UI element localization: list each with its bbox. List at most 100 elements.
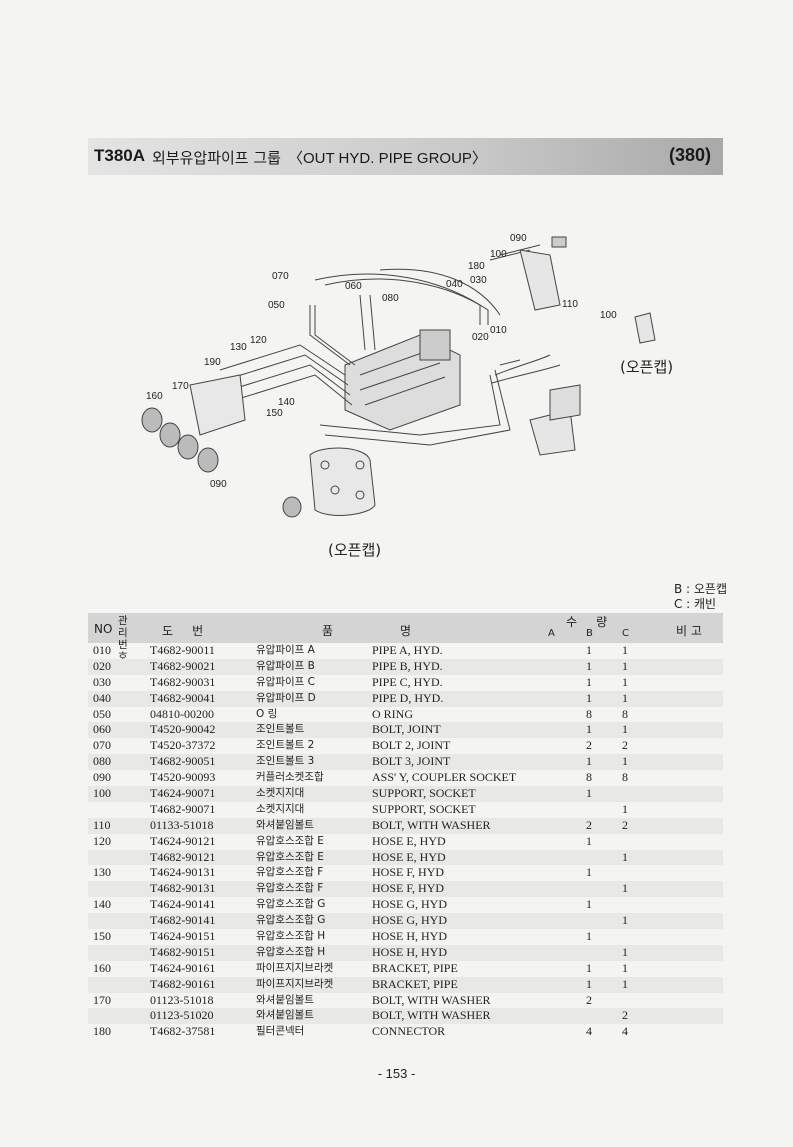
row-no: 180 [93,1024,111,1039]
row-name-kr: 와셔붙임볼트 [256,993,314,1006]
callout-140: 140 [278,397,295,408]
row-qty-b: 1 [586,754,592,769]
row-name-en: SUPPORT, SOCKET [372,786,476,801]
legend: B : 오픈캡 C : 캐빈 [674,582,727,612]
row-name-kr: 유압파이프 C [256,675,315,688]
row-part-no: T4520-90093 [150,770,216,785]
header-remarks: 비 고 [676,624,702,638]
header-qty-a: A [548,628,555,639]
exploded-parts-diagram: 090 100 180 070 060 080 040 030 050 110 … [120,225,740,565]
row-qty-c: 4 [622,1024,628,1039]
row-qty-b: 1 [586,960,592,975]
callout-050: 050 [268,300,285,311]
header-qty-b: B [586,628,593,639]
header-qty-c: C [622,628,629,639]
row-qty-b: 1 [586,897,592,912]
row-name-en: SUPPORT, SOCKET [372,801,476,816]
title-bar: T380A 외부유압파이프 그룹 〈OUT HYD. PIPE GROUP〉 (… [88,138,723,175]
row-qty-c: 1 [622,722,628,737]
row-part-no: T4520-37372 [150,738,216,753]
row-no: 060 [93,722,111,737]
row-no: 140 [93,897,111,912]
row-part-no: T4520-90042 [150,722,216,737]
row-part-no: T4624-90131 [150,865,216,880]
row-qty-b: 1 [586,722,592,737]
group-page-ref: (380) [668,145,711,165]
row-name-kr: 유압호스조합 E [256,850,324,863]
row-name-en: BOLT 2, JOINT [372,738,451,753]
row-qty-c: 1 [622,881,628,896]
row-name-kr: 유압호스조합 E [256,834,324,847]
row-qty-b: 8 [586,770,592,785]
row-name-kr: 유압호스조합 F [256,882,324,895]
row-qty-b: 1 [586,929,592,944]
row-part-no: T4682-90071 [150,801,216,816]
row-qty-c: 1 [622,658,628,673]
row-name-kr: 와셔붙임볼트 [256,818,314,831]
row-qty-c: 1 [622,674,628,689]
callout-060: 060 [345,281,362,292]
diagram-caption-open-cab-bottom: (오픈캡) [328,541,381,559]
row-part-no: T4624-90071 [150,786,216,801]
callout-120: 120 [250,335,267,346]
row-part-no: 01123-51018 [150,992,214,1007]
row-qty-c: 1 [622,913,628,928]
row-no: 070 [93,738,111,753]
row-name-en: HOSE F, HYD [372,865,445,880]
group-title-english: 〈OUT HYD. PIPE GROUP〉 [288,150,487,167]
diagram-svg: 090 100 180 070 060 080 040 030 050 110 … [141,233,673,559]
callout-180: 180 [468,261,485,272]
row-qty-c: 1 [622,754,628,769]
row-qty-c: 8 [622,706,628,721]
row-qty-c: 1 [622,801,628,816]
row-name-en: HOSE F, HYD [372,881,445,896]
row-part-no: T4682-90011 [150,643,215,657]
row-part-no: T4682-90031 [150,674,216,689]
row-name-kr: 조인트볼트 2 [256,739,315,752]
row-qty-b: 2 [586,817,592,832]
callout-040: 040 [446,279,463,290]
callout-070: 070 [272,271,289,282]
page-number: - 153 - [377,1066,416,1081]
row-name-en: HOSE H, HYD [372,944,447,959]
callout-150: 150 [266,408,283,419]
row-part-no: T4682-90161 [150,976,216,991]
row-name-en: BOLT, WITH WASHER [372,817,491,832]
row-qty-c: 2 [622,1008,628,1023]
callout-080: 080 [382,293,399,304]
row-name-en: BOLT 3, JOINT [372,754,451,769]
row-qty-c: 8 [622,770,628,785]
table-header: NO 관리 번호 도 번 품 명 수 량 A B C 비 고 [88,613,723,663]
row-name-kr: 유압호스조합 H [256,945,326,958]
row-qty-c: 1 [622,690,628,705]
row-qty-c: 2 [622,738,628,753]
row-part-no: T4682-90051 [150,754,216,769]
row-qty-b: 1 [586,643,592,657]
callout-020: 020 [472,332,489,343]
row-part-no: T4682-90121 [150,849,216,864]
row-qty-c: 2 [622,817,628,832]
row-part-no: 01123-51020 [150,1008,214,1023]
row-name-en: HOSE G, HYD [372,913,447,928]
header-part-no: 도 번 [162,624,204,638]
row-no: 160 [93,960,111,975]
callout-090-top: 090 [510,233,527,244]
row-name-kr: 조인트볼트 [256,723,305,736]
row-name-en: PIPE C, HYD. [372,674,443,689]
header-name-kr: 품 [322,624,334,638]
